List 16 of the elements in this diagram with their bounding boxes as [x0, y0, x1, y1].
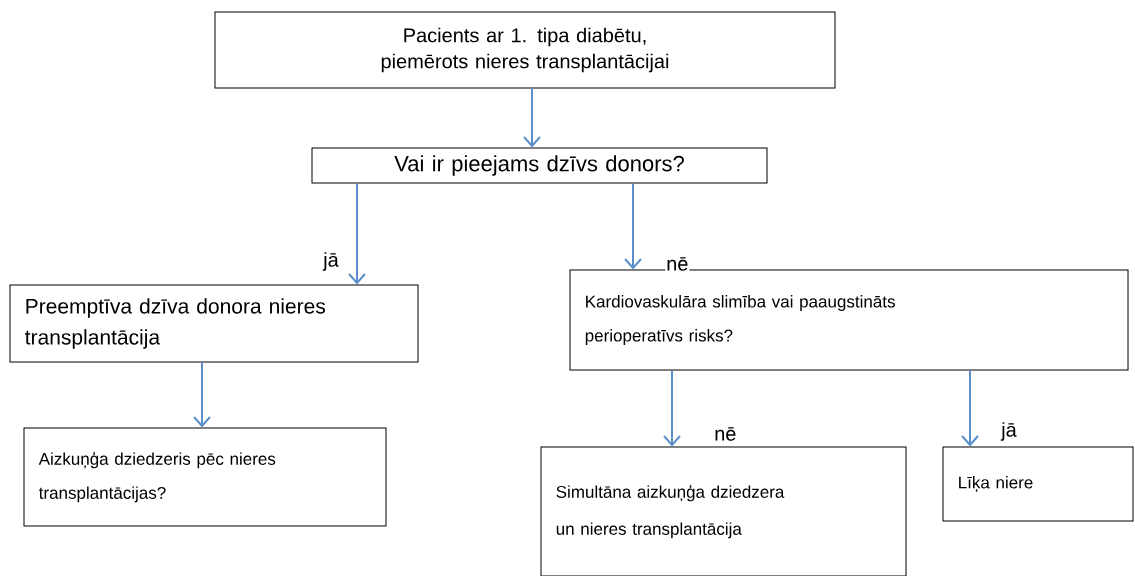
arrow	[523, 87, 541, 148]
arrow	[348, 182, 366, 285]
arrow	[624, 182, 642, 270]
edge-label: nē	[713, 426, 738, 442]
process-box: Preemptīva dzīva donora nieres transplantācija	[9, 284, 419, 363]
process-box: Vai ir pieejams dzīvs donors?	[311, 147, 768, 184]
edge-label: jā	[322, 251, 340, 272]
arrow	[193, 361, 211, 428]
arrow	[961, 369, 979, 447]
process-box: Simultāna aizkuņģa dziedzera un nieres transplantācija	[540, 446, 907, 576]
process-box: Līķa niere	[942, 446, 1134, 522]
arrow	[663, 369, 681, 447]
process-box: Pacients ar 1. tipa diabētu, piemērots nieres transplantācijai	[214, 11, 836, 89]
edge-label: jā	[1000, 421, 1018, 442]
process-box: Aizkuņģa dziedzeris pēc nieres transplantācijas?	[23, 427, 387, 527]
edge-label: nē	[665, 256, 690, 272]
